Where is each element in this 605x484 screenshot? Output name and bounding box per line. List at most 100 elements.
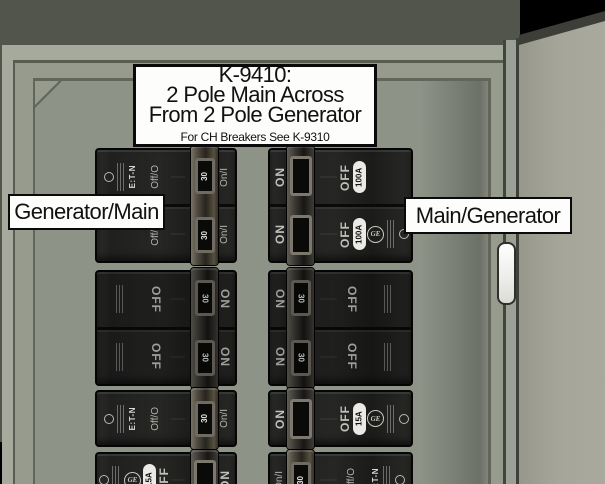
breaker-brand-zone [365,285,411,314]
left-row3-breaker: E:T-N Off/O On/I 30 [95,388,237,449]
breaker-pole: E:T-N Off/O On/I [97,392,235,445]
amp-rating-pill: 15A [142,464,156,484]
breaker-handle[interactable] [289,156,312,196]
breaker-handle[interactable] [289,398,312,439]
off-label: Off/O [346,468,357,484]
amp-rating-pill: 15A [352,402,366,435]
breaker-brand-zone: E:T-N [97,163,143,191]
breaker-recess-zone [318,272,339,327]
breaker-on-zone: ON [215,347,235,367]
handle-amp-label: 30 [200,293,210,303]
off-label: OFF [149,343,163,371]
breaker-handle-bar: 30 [287,450,314,484]
breaker-off-zone: OFF [339,343,365,370]
breaker-off-zone: Off/O [143,165,169,189]
breaker-on-zone: On/I [215,409,235,428]
breaker-handle[interactable] [289,215,312,255]
breaker-off-zone: OFF [143,286,169,313]
breaker-handle[interactable]: 30 [194,158,215,194]
on-label: ON [273,408,287,429]
on-label: On/I [219,167,230,187]
panel-door[interactable] [519,20,605,484]
on-label: ON [273,346,287,367]
breaker-off-zone: OFF [339,286,365,313]
breaker-on-zone: On/I [215,168,235,187]
breaker-brand-zone: GE [365,404,411,433]
on-label: ON [273,167,287,187]
certification-mark-icon [103,413,114,424]
off-label: OFF [345,343,359,371]
breaker-handle[interactable]: 30 [194,339,215,376]
breaker-fineprint [383,342,393,371]
breaker-recess-zone [169,454,187,484]
off-label: Off/O [150,165,161,189]
on-label: On/I [219,409,230,428]
certification-mark-icon [103,172,114,182]
on-label: ON [273,289,287,310]
breaker-fineprint [387,404,396,433]
breaker-handle[interactable]: 30 [194,400,215,437]
breaker-fineprint [116,404,126,433]
breaker-pole: E:T-N Off/O On/I [97,150,235,204]
breaker-brand-zone [97,342,143,371]
off-label: OFF [337,405,352,432]
breaker-fineprint [112,466,121,484]
breaker-recess-zone [169,272,187,327]
door-edge-line [516,38,519,484]
breaker-recess-zone [318,392,339,445]
on-label: ON [218,289,232,310]
off-label: OFF [345,285,359,313]
main-generator-label: Main/Generator [404,197,572,234]
breaker-handle[interactable]: 30 [194,217,215,253]
breaker-brand-zone [97,285,143,314]
breaker-recess-zone [318,150,339,204]
eaton-logo: E:T-N [127,406,137,431]
door-handle[interactable] [497,242,516,305]
breaker-handle[interactable]: 30 [290,339,311,376]
on-label: ON [218,470,232,484]
breaker-handle[interactable]: 30 [194,280,215,317]
handle-amp-label: 30 [295,475,305,484]
title-line-3: From 2 Pole Generator [148,101,362,127]
on-label: On/I [219,224,230,244]
breaker-recess-zone [318,207,339,261]
breaker-recess-zone [318,454,339,484]
breaker-handle-bar: 30 30 [287,268,314,388]
ge-logo-icon: GE [124,471,141,484]
amp-rating-pill: 100A [352,161,366,193]
breaker-off-zone: OFF [143,343,169,370]
handle-amp-label: 30 [199,414,209,423]
breaker-handle-bar: 30 [191,388,218,449]
breaker-fineprint [382,466,392,484]
breaker-handle-bar: 30 30 [191,268,218,388]
right-row2-breaker: ON OFF ON OFF 30 30 [268,268,413,388]
breaker-on-zone: ON [215,470,235,484]
handle-amp-label: 30 [199,171,209,181]
breaker-handle[interactable]: 30 [290,462,311,484]
title-line-2: 2 Pole Main Across [166,81,344,107]
off-label: Off/O [150,406,161,431]
off-label: OFF [156,466,171,484]
breaker-on-zone: ON [270,347,290,367]
handle-amp-label: 30 [199,230,209,240]
certification-mark-icon [394,475,405,484]
certification-mark-icon [399,413,409,424]
breaker-fineprint [115,285,125,314]
breaker-recess-zone [169,330,187,385]
breaker-pole: ON OFF [270,326,411,385]
breaker-handle[interactable]: 30 [290,280,311,317]
breaker-brand-zone: GE [97,466,143,484]
breaker-fineprint [116,163,126,191]
breaker-handle[interactable] [193,460,216,484]
